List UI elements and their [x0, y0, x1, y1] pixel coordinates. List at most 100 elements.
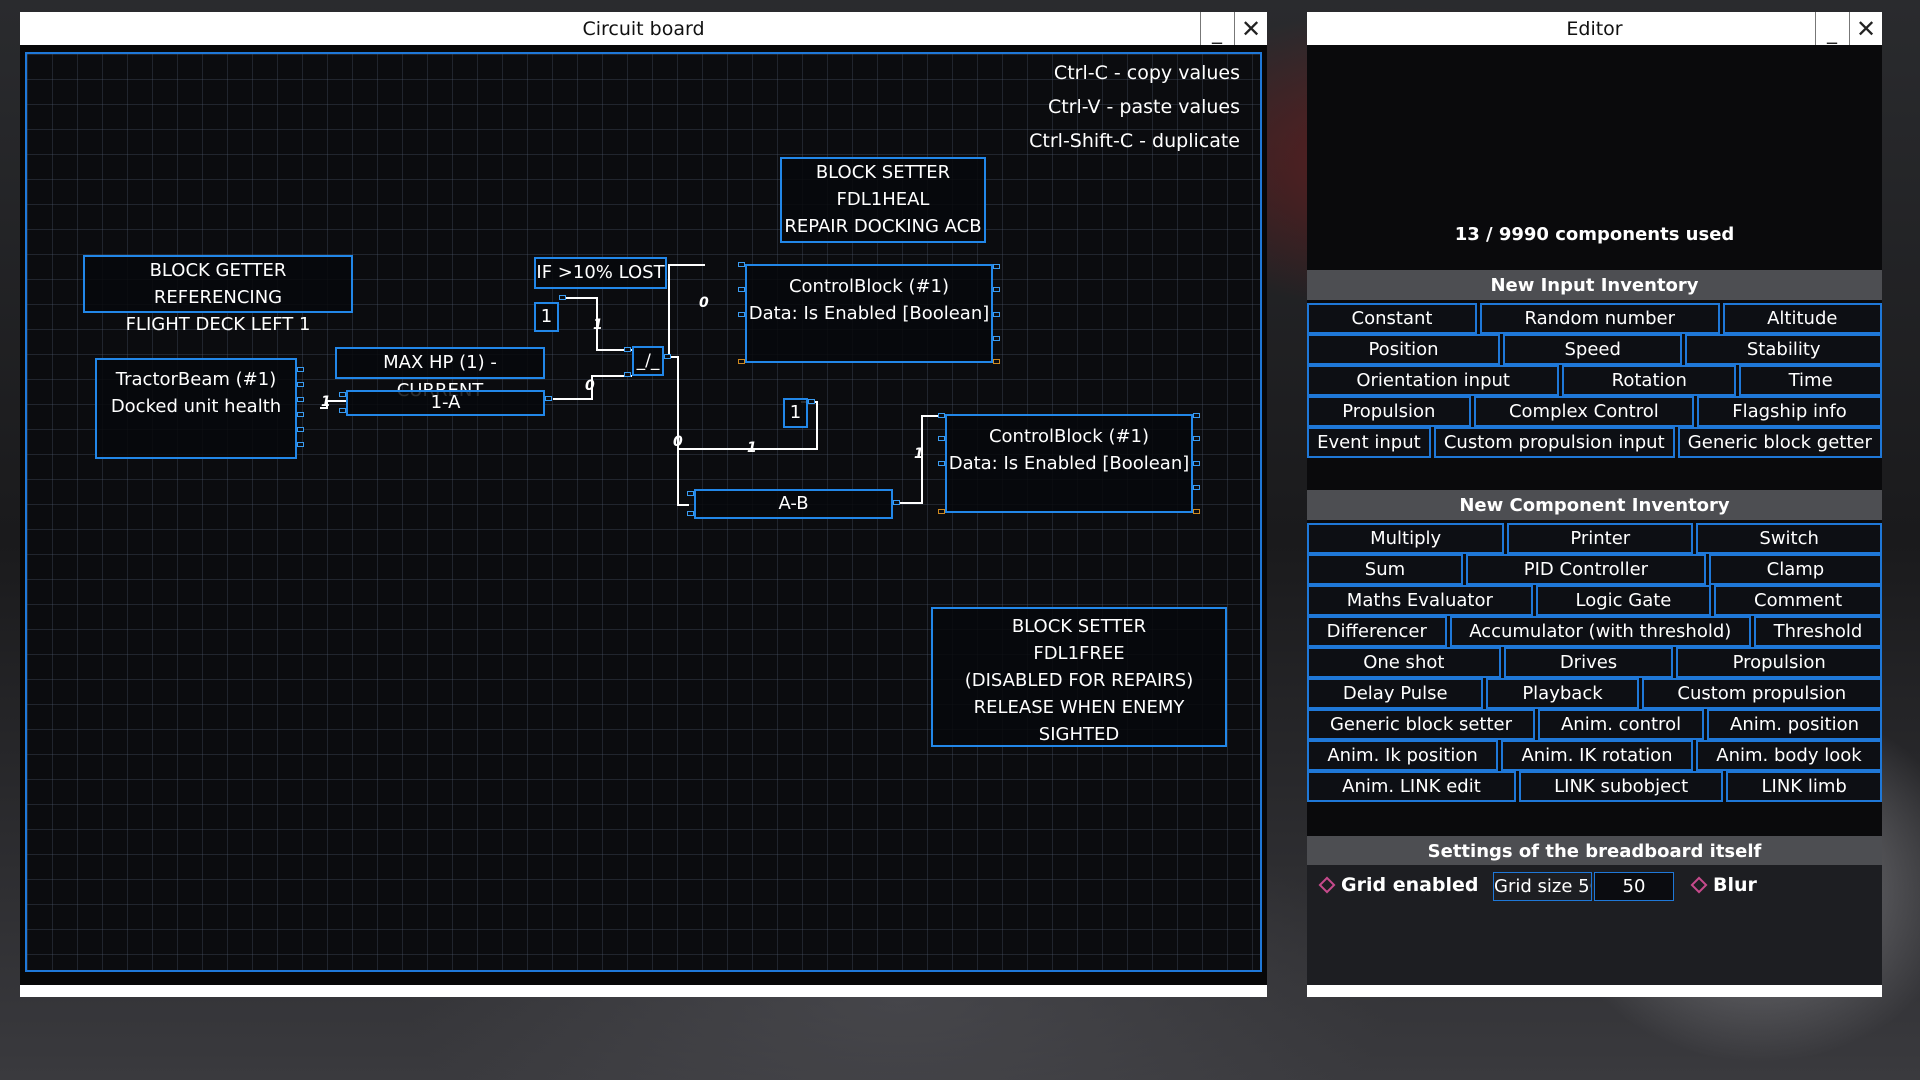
circuit-board-canvas[interactable]: Ctrl-C - copy values Ctrl-V - paste valu…: [25, 52, 1262, 972]
input-inventory-button[interactable]: Rotation: [1562, 365, 1737, 396]
node-port[interactable]: [559, 295, 566, 300]
grid-enabled-toggle[interactable]: Grid enabled: [1318, 874, 1479, 896]
node-port[interactable]: [993, 312, 1000, 317]
node-port[interactable]: [938, 436, 945, 441]
minimize-button[interactable]: _: [1815, 12, 1848, 45]
input-inventory-button[interactable]: Stability: [1685, 334, 1882, 365]
component-inventory-button[interactable]: Playback: [1486, 678, 1639, 709]
node-port[interactable]: [339, 408, 346, 413]
component-inventory-button[interactable]: Anim. Ik position: [1307, 740, 1499, 771]
input-inventory-button[interactable]: Flagship info: [1696, 396, 1883, 427]
input-inventory-button[interactable]: Altitude: [1722, 303, 1882, 334]
input-inventory-button[interactable]: Complex Control: [1473, 396, 1694, 427]
node-port[interactable]: [624, 347, 631, 352]
grid-size-input[interactable]: 50: [1594, 872, 1674, 901]
node-port[interactable]: [1193, 461, 1200, 466]
node-port[interactable]: [1193, 509, 1200, 514]
comment-max-hp[interactable]: MAX HP (1) - CURRENT: [335, 347, 545, 401]
node-port[interactable]: [738, 287, 745, 292]
node-port[interactable]: [938, 413, 945, 418]
input-inventory-button[interactable]: Random number: [1480, 303, 1720, 334]
component-inventory-button[interactable]: Printer: [1507, 523, 1694, 554]
component-inventory-button[interactable]: LINK subobject: [1518, 771, 1724, 802]
input-inventory-button[interactable]: Position: [1307, 334, 1501, 365]
component-inventory-button[interactable]: Generic block setter: [1307, 709, 1536, 740]
comment-block-setter-free[interactable]: BLOCK SETTER FDL1FREE (DISABLED FOR REPA…: [931, 607, 1227, 747]
node-port[interactable]: [297, 412, 304, 417]
node-port[interactable]: [1193, 436, 1200, 441]
component-inventory-button[interactable]: Drives: [1503, 647, 1674, 678]
node-port[interactable]: [1193, 413, 1200, 418]
component-inventory-button[interactable]: Clamp: [1708, 554, 1883, 585]
node-port[interactable]: [738, 312, 745, 317]
circuit-board-titlebar[interactable]: Circuit board: [20, 12, 1267, 45]
editor-titlebar[interactable]: Editor: [1307, 12, 1882, 45]
close-button[interactable]: ✕: [1849, 12, 1882, 45]
node-port[interactable]: [339, 392, 346, 397]
input-inventory-button[interactable]: Orientation input: [1307, 365, 1560, 396]
blur-toggle[interactable]: Blur: [1690, 874, 1757, 896]
component-inventory-button[interactable]: Threshold: [1753, 616, 1882, 647]
input-inventory-button[interactable]: Time: [1739, 365, 1883, 396]
component-inventory-button[interactable]: Anim. body look: [1695, 740, 1882, 771]
node-port[interactable]: [664, 354, 671, 359]
node-port[interactable]: [808, 399, 815, 404]
tractor-beam-node[interactable]: TractorBeam (#1) Docked unit health: [95, 358, 297, 459]
input-inventory-button[interactable]: Event input: [1307, 427, 1431, 458]
component-inventory-button[interactable]: Delay Pulse: [1307, 678, 1484, 709]
node-port[interactable]: [297, 427, 304, 432]
component-inventory-button[interactable]: Differencer: [1307, 616, 1447, 647]
component-inventory-button[interactable]: One shot: [1307, 647, 1501, 678]
constant-node[interactable]: 1: [783, 398, 808, 428]
node-port[interactable]: [545, 396, 552, 401]
component-inventory-button[interactable]: Maths Evaluator: [1307, 585, 1533, 616]
node-port[interactable]: [1193, 485, 1200, 490]
component-inventory-button[interactable]: PID Controller: [1465, 554, 1706, 585]
node-port[interactable]: [297, 382, 304, 387]
node-port[interactable]: [738, 359, 745, 364]
node-port[interactable]: [893, 500, 900, 505]
node-port[interactable]: [993, 359, 1000, 364]
input-inventory-button[interactable]: Custom propulsion input: [1433, 427, 1675, 458]
a-minus-b-node[interactable]: A-B: [694, 489, 893, 519]
divide-node[interactable]: _/_: [632, 346, 664, 376]
node-port[interactable]: [297, 397, 304, 402]
component-inventory-button[interactable]: Logic Gate: [1535, 585, 1712, 616]
component-inventory-button[interactable]: Anim. IK rotation: [1501, 740, 1693, 771]
component-inventory-button[interactable]: Accumulator (with threshold): [1449, 616, 1751, 647]
node-port[interactable]: [297, 367, 304, 372]
component-inventory-button[interactable]: Anim. LINK edit: [1307, 771, 1516, 802]
comment-if-lost[interactable]: IF >10% LOST: [534, 257, 667, 289]
component-inventory-button[interactable]: Anim. control: [1538, 709, 1705, 740]
node-port[interactable]: [687, 511, 694, 516]
component-inventory-button[interactable]: Anim. position: [1707, 709, 1883, 740]
component-inventory-button[interactable]: Multiply: [1307, 523, 1505, 554]
node-port[interactable]: [993, 287, 1000, 292]
input-inventory-button[interactable]: Speed: [1503, 334, 1683, 365]
input-inventory-button[interactable]: Generic block getter: [1677, 427, 1882, 458]
node-port[interactable]: [938, 509, 945, 514]
node-port[interactable]: [938, 461, 945, 466]
comment-block-setter-heal[interactable]: BLOCK SETTER FDL1HEAL REPAIR DOCKING ACB: [780, 157, 986, 243]
component-inventory-button[interactable]: Propulsion: [1676, 647, 1882, 678]
close-button[interactable]: ✕: [1234, 12, 1267, 45]
constant-node[interactable]: 1: [534, 302, 559, 332]
control-block-node-1[interactable]: ControlBlock (#1) Data: Is Enabled [Bool…: [745, 264, 993, 363]
node-port[interactable]: [624, 372, 631, 377]
comment-block-getter[interactable]: BLOCK GETTER REFERENCING FLIGHT DECK LEF…: [83, 255, 353, 335]
component-inventory-button[interactable]: Comment: [1714, 585, 1883, 616]
control-block-node-2[interactable]: ControlBlock (#1) Data: Is Enabled [Bool…: [945, 414, 1193, 513]
node-port[interactable]: [738, 262, 745, 267]
minimize-button[interactable]: _: [1200, 12, 1233, 45]
input-inventory-button[interactable]: Constant: [1307, 303, 1477, 334]
node-port[interactable]: [993, 336, 1000, 341]
component-inventory-button[interactable]: LINK limb: [1726, 771, 1882, 802]
input-inventory-button[interactable]: Propulsion: [1307, 396, 1471, 427]
node-port[interactable]: [297, 442, 304, 447]
one-minus-a-node[interactable]: 1-A: [346, 390, 545, 416]
node-port[interactable]: [687, 491, 694, 496]
component-inventory-button[interactable]: Switch: [1696, 523, 1882, 554]
component-inventory-button[interactable]: Custom propulsion: [1641, 678, 1882, 709]
component-inventory-button[interactable]: Sum: [1307, 554, 1463, 585]
node-port[interactable]: [993, 264, 1000, 269]
